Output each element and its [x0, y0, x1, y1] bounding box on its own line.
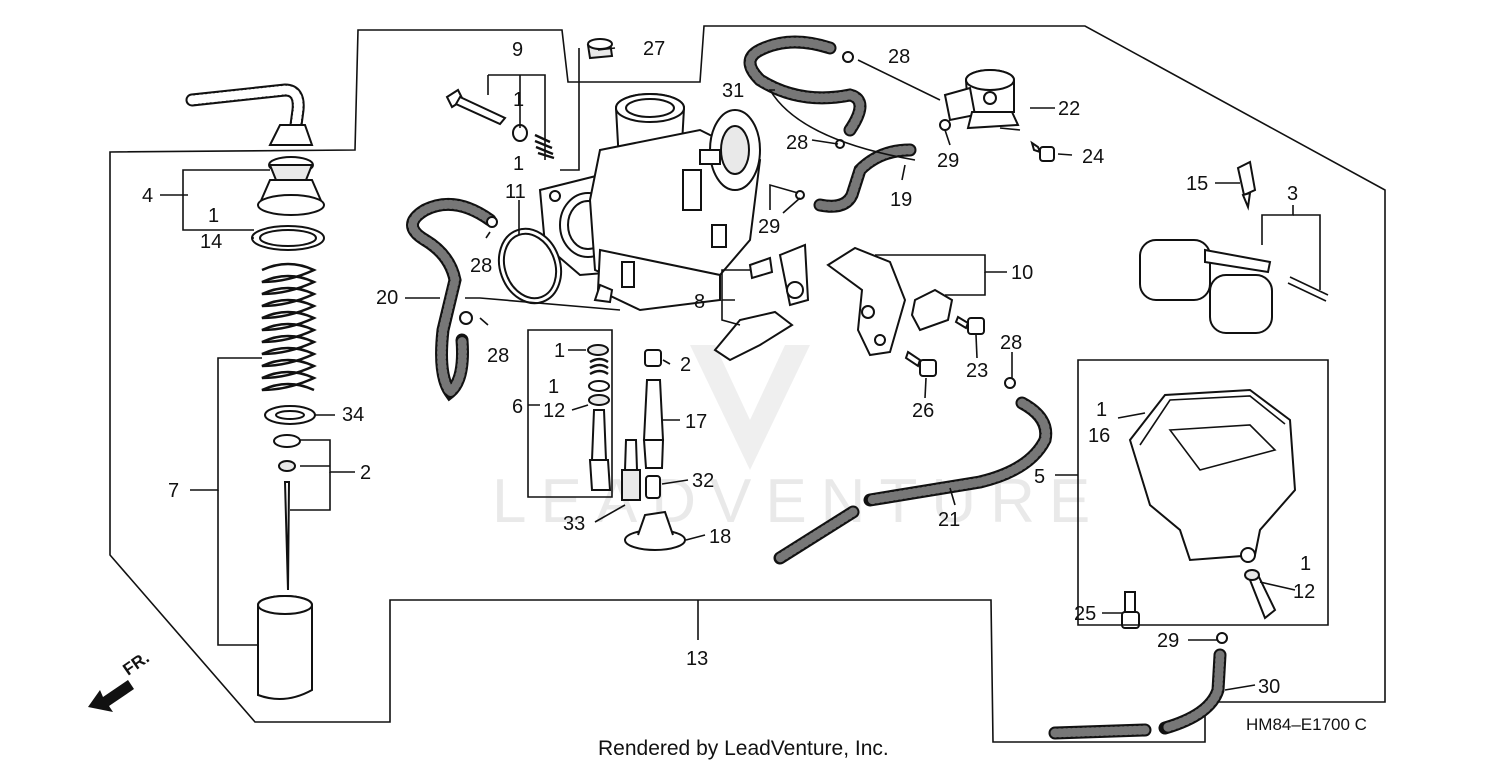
choke-part-8 [713, 243, 810, 362]
label-29-a: 29 [758, 216, 780, 238]
footer-credit: Rendered by LeadVenture, Inc. [598, 737, 889, 760]
label-32: 32 [692, 470, 714, 492]
label-23: 23 [966, 360, 988, 382]
label-24: 24 [1082, 146, 1104, 168]
screw-23 [954, 315, 985, 335]
part-number-labels: 4 1 14 7 34 2 9 1 1 11 27 28 20 28 1 1 1… [142, 38, 1315, 698]
front-direction-marker: FR. [88, 648, 153, 712]
air-cut-valve-22 [943, 69, 1020, 130]
label-34: 34 [342, 404, 364, 426]
label-5: 5 [1034, 466, 1045, 488]
label-1-f: 1 [1096, 399, 1107, 421]
label-12-b: 12 [1293, 581, 1315, 603]
label-25: 25 [1074, 603, 1096, 625]
label-1-b: 1 [513, 89, 524, 111]
label-10: 10 [1011, 262, 1033, 284]
label-13: 13 [686, 648, 708, 670]
label-29-b: 29 [937, 150, 959, 172]
leader-lines [160, 47, 1329, 691]
assembly-outline [109, 25, 1386, 743]
label-28-d: 28 [786, 132, 808, 154]
label-2-b: 2 [680, 354, 691, 376]
hose-20 [406, 197, 497, 402]
label-29-c: 29 [1157, 630, 1179, 652]
label-1-e: 1 [548, 376, 559, 398]
label-28-e: 28 [1000, 332, 1022, 354]
label-9: 9 [512, 39, 523, 61]
label-7: 7 [168, 480, 179, 502]
hose-21 [773, 396, 1053, 565]
label-2-a: 2 [360, 462, 371, 484]
carburetor-body [538, 93, 762, 312]
pilot-screw-set [445, 88, 555, 160]
label-31: 31 [722, 80, 744, 102]
label-18: 18 [709, 526, 731, 548]
label-33: 33 [563, 513, 585, 535]
label-1-c: 1 [513, 153, 524, 175]
label-22: 22 [1058, 98, 1080, 120]
clamps [459, 51, 1228, 644]
jet-kit-6 [587, 344, 612, 491]
float-chamber-5 [1128, 388, 1297, 620]
vacuum-chamber-group [185, 83, 325, 700]
label-6: 6 [512, 396, 523, 418]
label-28-c: 28 [888, 46, 910, 68]
label-19: 19 [890, 189, 912, 211]
hose-19 [813, 143, 917, 213]
label-15: 15 [1186, 173, 1208, 195]
label-1-a: 1 [208, 205, 219, 227]
label-28-b: 28 [487, 345, 509, 367]
label-16: 16 [1088, 425, 1110, 447]
label-21: 21 [938, 509, 960, 531]
hose-31 [743, 35, 867, 137]
label-20: 20 [376, 287, 398, 309]
label-3: 3 [1287, 183, 1298, 205]
label-8: 8 [694, 291, 705, 313]
hose-30 [1048, 648, 1227, 740]
needle-jet-17 [642, 349, 665, 469]
label-12-a: 12 [543, 400, 565, 422]
label-28-a: 28 [470, 255, 492, 277]
front-label: FR. [119, 648, 152, 679]
diagram-code: HM84–E1700 C [1246, 715, 1367, 734]
label-14: 14 [200, 231, 222, 253]
slow-jet-33 [621, 439, 641, 501]
float-valve-15 [1236, 160, 1257, 211]
baffle-18 [624, 510, 686, 551]
bolt-24 [1030, 140, 1055, 162]
label-4: 4 [142, 185, 153, 207]
main-jet-32 [645, 475, 661, 499]
label-1-d: 1 [554, 340, 565, 362]
label-1-g: 1 [1300, 553, 1311, 575]
label-11: 11 [505, 181, 526, 203]
label-27: 27 [643, 38, 665, 60]
bracket-10 [826, 246, 954, 357]
float-3 [1139, 239, 1329, 334]
label-26: 26 [912, 400, 934, 422]
drain-screw-25 [1121, 591, 1140, 629]
label-30: 30 [1258, 676, 1280, 698]
screw-26 [904, 350, 937, 377]
label-17: 17 [685, 411, 707, 433]
